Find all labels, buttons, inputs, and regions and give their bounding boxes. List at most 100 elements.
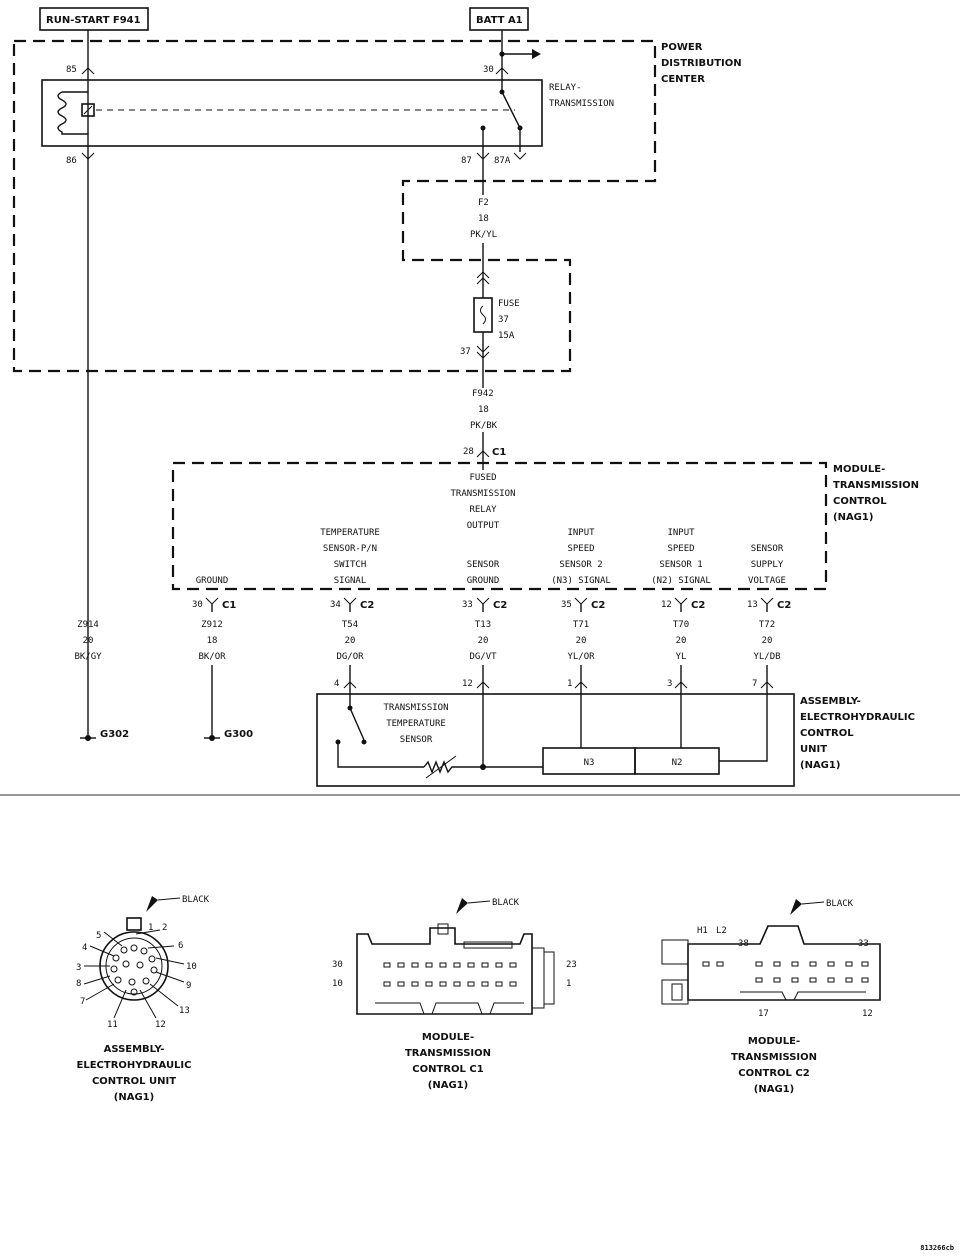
- svg-text:F2: F2: [478, 198, 489, 208]
- svg-text:TRANSMISSION: TRANSMISSION: [450, 489, 515, 499]
- svg-text:3: 3: [667, 679, 672, 689]
- svg-text:20: 20: [345, 636, 356, 646]
- svg-text:33: 33: [858, 939, 869, 949]
- svg-text:38: 38: [738, 939, 749, 949]
- svg-text:C2: C2: [360, 600, 374, 611]
- tcm-outline: [171, 461, 828, 591]
- svg-text:UNIT: UNIT: [800, 744, 827, 755]
- svg-text:SUPPLY: SUPPLY: [751, 560, 784, 570]
- svg-text:13: 13: [179, 1006, 190, 1016]
- svg-text:18: 18: [478, 214, 489, 224]
- svg-text:C1: C1: [492, 447, 506, 458]
- svg-text:35: 35: [561, 600, 572, 610]
- svg-text:13: 13: [747, 600, 758, 610]
- svg-text:86: 86: [66, 156, 77, 166]
- ehcu-connector-view: BLACK 1 2 3 4 5 6 7 8 9: [76, 895, 210, 1103]
- svg-text:10: 10: [186, 962, 197, 972]
- svg-text:2: 2: [162, 923, 167, 933]
- svg-text:CONTROL: CONTROL: [833, 496, 887, 507]
- svg-text:SWITCH: SWITCH: [334, 560, 367, 570]
- svg-text:MODULE-: MODULE-: [422, 1032, 474, 1043]
- svg-text:SENSOR 1: SENSOR 1: [659, 560, 702, 570]
- ehcu-pin-row: 4 12 1 3 7: [334, 665, 774, 694]
- svg-text:MODULE-: MODULE-: [748, 1036, 800, 1047]
- figure-code: 813266cb: [920, 1244, 954, 1252]
- svg-text:PK/BK: PK/BK: [470, 421, 498, 431]
- svg-text:SENSOR: SENSOR: [400, 735, 433, 745]
- svg-text:TRANSMISSION: TRANSMISSION: [833, 480, 919, 491]
- pdc-title: POWER DISTRIBUTION CENTER: [661, 42, 742, 85]
- svg-text:(NAG1): (NAG1): [833, 512, 873, 523]
- ehcu-sensor-label: TRANSMISSION TEMPERATURE SENSOR: [383, 703, 448, 745]
- svg-text:T72: T72: [759, 620, 775, 630]
- svg-text:TEMPERATURE: TEMPERATURE: [320, 528, 380, 538]
- c2-pinholes: [702, 961, 869, 983]
- relay-label: RELAY- TRANSMISSION: [549, 83, 614, 109]
- svg-text:(NAG1): (NAG1): [428, 1080, 468, 1091]
- svg-text:SIGNAL: SIGNAL: [334, 576, 367, 586]
- svg-text:87: 87: [461, 156, 472, 166]
- svg-text:SENSOR: SENSOR: [751, 544, 784, 554]
- svg-text:10: 10: [332, 979, 343, 989]
- svg-text:SENSOR 2: SENSOR 2: [559, 560, 602, 570]
- svg-text:TRANSMISSION: TRANSMISSION: [405, 1048, 491, 1059]
- svg-text:12: 12: [462, 679, 473, 689]
- svg-text:18: 18: [478, 405, 489, 415]
- svg-text:20: 20: [576, 636, 587, 646]
- svg-text:1: 1: [566, 979, 571, 989]
- svg-text:1: 1: [567, 679, 572, 689]
- svg-text:CONTROL C2: CONTROL C2: [738, 1068, 809, 1079]
- wire-labels: Z914 20 BK/GY Z912 18 BK/OR T54 20 DG/OR…: [74, 620, 780, 662]
- svg-text:C2: C2: [691, 600, 705, 611]
- svg-text:YL/DB: YL/DB: [753, 652, 780, 662]
- svg-text:DG/VT: DG/VT: [469, 652, 497, 662]
- svg-text:12: 12: [661, 600, 672, 610]
- svg-text:(N2) SIGNAL: (N2) SIGNAL: [651, 576, 711, 586]
- svg-text:7: 7: [80, 997, 85, 1007]
- svg-text:POWER: POWER: [661, 42, 703, 53]
- svg-text:TRANSMISSION: TRANSMISSION: [731, 1052, 817, 1063]
- ground-g302: G302: [80, 729, 129, 741]
- svg-text:YL/OR: YL/OR: [567, 652, 595, 662]
- svg-text:N2: N2: [672, 758, 683, 768]
- svg-text:INPUT: INPUT: [667, 528, 695, 538]
- svg-text:N3: N3: [584, 758, 595, 768]
- svg-text:SENSOR: SENSOR: [467, 560, 500, 570]
- svg-text:DG/OR: DG/OR: [336, 652, 364, 662]
- svg-text:G300: G300: [224, 729, 253, 740]
- svg-text:33: 33: [462, 600, 473, 610]
- svg-text:L2: L2: [716, 926, 727, 936]
- svg-text:CONTROL C1: CONTROL C1: [412, 1064, 483, 1075]
- relay-box: [41, 79, 543, 147]
- svg-text:23: 23: [566, 960, 577, 970]
- svg-text:T13: T13: [475, 620, 491, 630]
- svg-text:BATT A1: BATT A1: [476, 15, 523, 26]
- svg-text:FUSE: FUSE: [498, 299, 520, 309]
- tcm-title: MODULE- TRANSMISSION CONTROL (NAG1): [833, 464, 919, 523]
- pdc-outline: [12, 39, 657, 373]
- svg-text:TEMPERATURE: TEMPERATURE: [386, 719, 446, 729]
- svg-text:VOLTAGE: VOLTAGE: [748, 576, 786, 586]
- svg-text:4: 4: [82, 943, 87, 953]
- svg-text:11: 11: [107, 1020, 118, 1030]
- svg-text:(NAG1): (NAG1): [800, 760, 840, 771]
- svg-text:BLACK: BLACK: [182, 895, 210, 905]
- svg-text:6: 6: [178, 941, 183, 951]
- tcm-c1-connector-view: BLACK 30 10 23 1 MODULE- TRANSMISSION CO…: [332, 898, 577, 1091]
- svg-text:12: 12: [862, 1009, 873, 1019]
- svg-text:RELAY: RELAY: [469, 505, 497, 515]
- svg-text:TRANSMISSION: TRANSMISSION: [549, 99, 614, 109]
- svg-text:(NAG1): (NAG1): [114, 1092, 154, 1103]
- svg-text:BK/OR: BK/OR: [198, 652, 226, 662]
- arrow-right-icon: [532, 49, 541, 59]
- svg-text:INPUT: INPUT: [567, 528, 595, 538]
- svg-text:C1: C1: [222, 600, 236, 611]
- svg-text:20: 20: [83, 636, 94, 646]
- svg-text:SPEED: SPEED: [667, 544, 694, 554]
- svg-text:C2: C2: [777, 600, 791, 611]
- svg-text:30: 30: [192, 600, 203, 610]
- svg-text:OUTPUT: OUTPUT: [467, 521, 500, 531]
- svg-text:28: 28: [463, 447, 474, 457]
- svg-text:CONTROL: CONTROL: [800, 728, 854, 739]
